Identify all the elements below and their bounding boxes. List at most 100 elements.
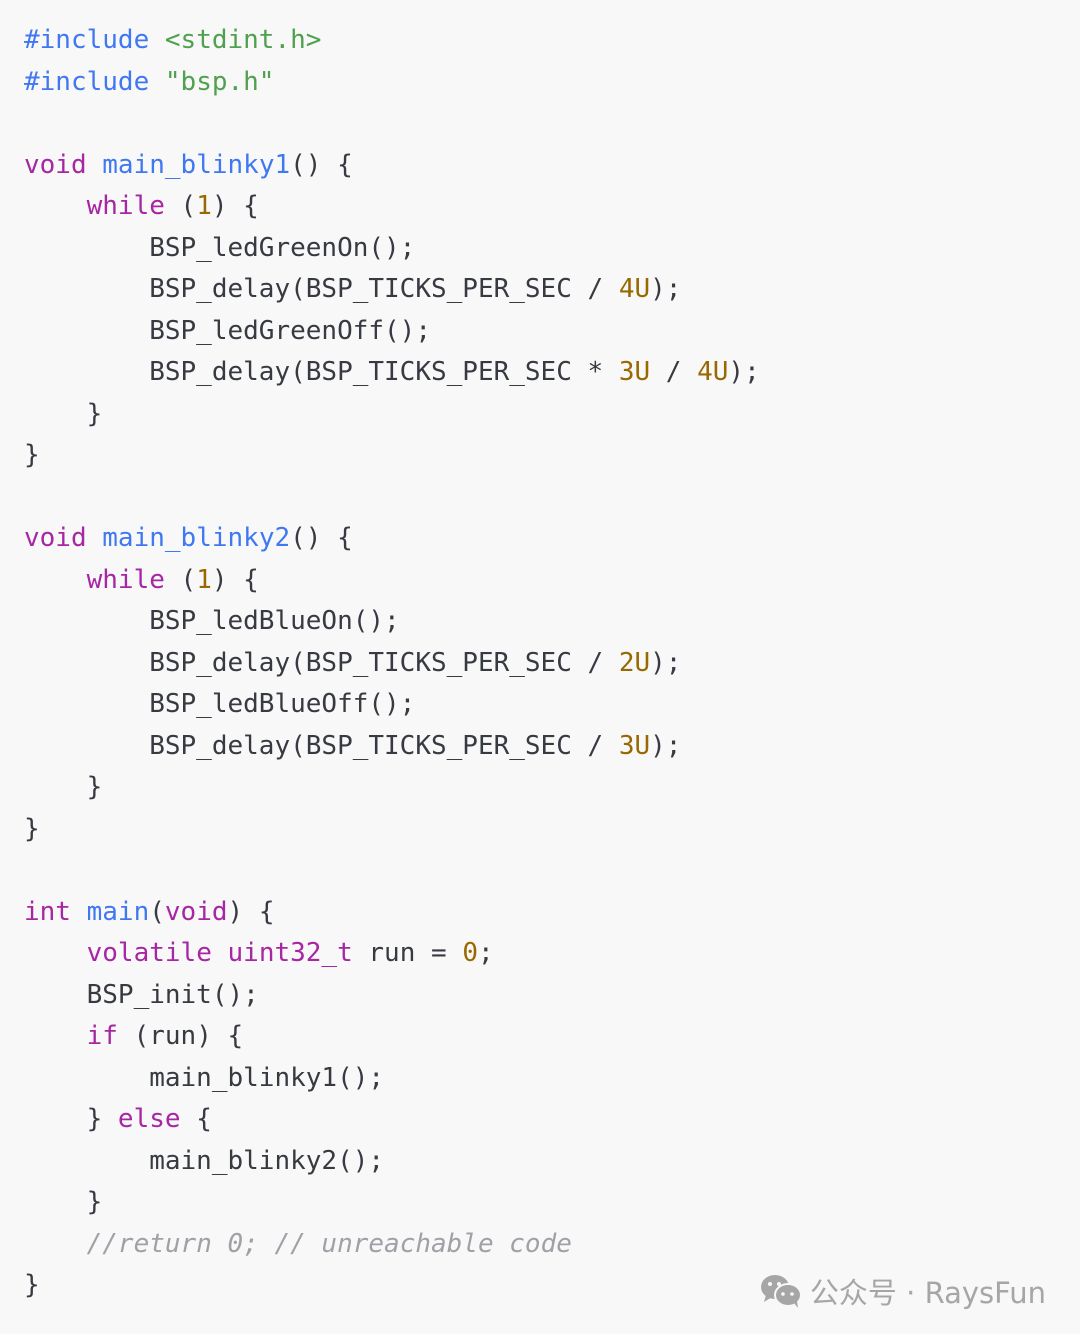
code-token: ) { xyxy=(227,896,275,927)
code-line: void main_blinky1() { xyxy=(24,145,760,187)
code-line: } xyxy=(24,809,760,851)
code-token xyxy=(24,1229,87,1259)
code-token: volatile xyxy=(86,938,212,968)
code-token xyxy=(87,523,103,553)
code-token: ) { xyxy=(211,564,259,595)
code-token xyxy=(87,150,103,180)
code-line xyxy=(24,850,760,892)
code-line: BSP_delay(BSP_TICKS_PER_SEC * 3U / 4U); xyxy=(24,352,760,394)
code-token: 3U xyxy=(618,730,651,761)
code-token: ); xyxy=(650,274,682,304)
code-line: } xyxy=(24,1182,760,1224)
code-token: / xyxy=(650,357,698,387)
code-line: main_blinky1(); xyxy=(24,1058,760,1100)
code-block: #include <stdint.h>#include "bsp.h"void … xyxy=(24,20,760,1307)
code-token: { xyxy=(180,1104,212,1134)
code-token: BSP_ledGreenOff(); xyxy=(24,315,431,346)
code-token xyxy=(24,191,87,221)
code-token: } xyxy=(24,1270,40,1300)
code-token: "bsp.h" xyxy=(164,66,275,97)
code-token: #include xyxy=(24,66,150,97)
code-line: while (1) { xyxy=(24,186,760,228)
code-token xyxy=(71,897,87,927)
code-token: main_blinky1(); xyxy=(24,1062,385,1093)
code-token: 0 xyxy=(462,938,478,968)
code-line: } xyxy=(24,435,760,477)
code-line: main_blinky2(); xyxy=(24,1141,760,1183)
code-token: } xyxy=(24,772,103,802)
code-line: #include <stdint.h> xyxy=(24,20,760,62)
code-line: if (run) { xyxy=(24,1016,760,1058)
code-token: BSP_delay(BSP_TICKS_PER_SEC * xyxy=(24,357,619,387)
code-token: ( xyxy=(164,191,197,221)
code-token: } xyxy=(24,813,40,844)
code-line: } else { xyxy=(24,1099,760,1141)
wechat-icon xyxy=(760,1275,802,1308)
code-token xyxy=(24,1021,87,1051)
code-token: () { xyxy=(290,149,353,180)
code-token: 4U xyxy=(697,357,729,387)
code-line xyxy=(24,103,760,145)
code-line: while (1) { xyxy=(24,560,760,602)
code-token: BSP_ledBlueOn(); xyxy=(24,606,400,636)
code-token xyxy=(24,938,87,968)
code-token: } xyxy=(24,398,103,429)
code-token: 4U xyxy=(618,274,651,304)
code-line: volatile uint32_t run = 0; xyxy=(24,933,760,975)
code-line: int main(void) { xyxy=(24,892,760,934)
code-token: BSP_init(); xyxy=(24,979,259,1010)
code-token: ); xyxy=(728,357,760,387)
code-token: while xyxy=(86,564,165,595)
code-token: while xyxy=(86,191,165,221)
code-token: main_blinky2(); xyxy=(24,1145,385,1176)
code-token: void xyxy=(164,896,228,927)
code-token: uint32_t xyxy=(227,938,353,968)
code-line: BSP_delay(BSP_TICKS_PER_SEC / 4U); xyxy=(24,269,760,311)
code-token: BSP_ledGreenOn(); xyxy=(24,232,416,263)
code-token: ( xyxy=(149,896,165,927)
code-token: ); xyxy=(650,647,682,678)
code-token: main_blinky1 xyxy=(102,149,291,180)
code-token: () { xyxy=(290,523,353,553)
code-token: else xyxy=(117,1104,181,1134)
code-line: #include "bsp.h" xyxy=(24,62,760,104)
code-line: BSP_delay(BSP_TICKS_PER_SEC / 3U); xyxy=(24,726,760,768)
code-line: } xyxy=(24,1265,760,1307)
code-token: BSP_delay(BSP_TICKS_PER_SEC / xyxy=(24,730,619,761)
code-token: BSP_delay(BSP_TICKS_PER_SEC / xyxy=(24,647,619,678)
code-token: void xyxy=(24,523,87,553)
code-token: int xyxy=(24,896,71,927)
code-token: if xyxy=(86,1021,118,1051)
code-line: BSP_delay(BSP_TICKS_PER_SEC / 2U); xyxy=(24,643,760,685)
code-token: } xyxy=(24,440,40,470)
code-token: 3U xyxy=(618,357,651,387)
code-line: BSP_init(); xyxy=(24,975,760,1017)
code-token: void xyxy=(24,149,87,180)
code-token: 1 xyxy=(196,191,212,221)
code-token: } xyxy=(24,1187,103,1217)
code-token: ) { xyxy=(211,191,259,221)
code-token: <stdint.h> xyxy=(164,25,322,55)
code-token: ); xyxy=(650,730,682,761)
code-token xyxy=(24,565,87,595)
code-token xyxy=(149,25,165,55)
code-token: #include xyxy=(24,25,150,55)
code-token: ; xyxy=(477,938,494,968)
code-token: 1 xyxy=(196,564,212,595)
code-token: ( xyxy=(164,564,197,595)
code-line: BSP_ledBlueOff(); xyxy=(24,684,760,726)
code-token: 2U xyxy=(618,647,651,678)
code-token: } xyxy=(24,1104,118,1134)
code-token: BSP_ledBlueOff(); xyxy=(24,689,416,719)
code-token: //return 0; // unreachable code xyxy=(86,1228,572,1259)
code-token: main_blinky2 xyxy=(102,523,291,553)
code-token: BSP_delay(BSP_TICKS_PER_SEC / xyxy=(24,274,619,304)
code-token: run = xyxy=(352,938,463,968)
code-line: //return 0; // unreachable code xyxy=(24,1224,760,1266)
code-token xyxy=(149,67,165,97)
code-line: BSP_ledGreenOff(); xyxy=(24,311,760,353)
code-token: (run) { xyxy=(117,1021,244,1051)
code-line: } xyxy=(24,767,760,809)
watermark: 公众号 · RaysFun xyxy=(760,1270,1046,1312)
code-line xyxy=(24,477,760,519)
